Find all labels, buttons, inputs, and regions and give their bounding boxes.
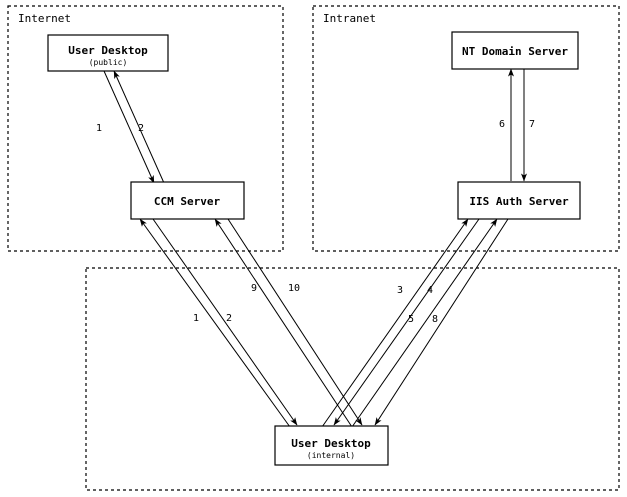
node-title-user-desktop-public: User Desktop: [68, 44, 148, 57]
zone-label-intranet: Intranet: [323, 12, 376, 25]
flow-line-2-public-up: [113, 70, 165, 184]
edge-label-2-public: 2: [138, 123, 144, 134]
edge-label-4: 4: [427, 285, 433, 296]
node-ccm-server[interactable]: CCM Server: [130, 181, 245, 220]
flow-line-5-up: [351, 218, 498, 428]
node-box-ccm-server: [130, 181, 245, 220]
node-title-user-desktop-internal: User Desktop: [291, 437, 371, 450]
edge-label-1-public: 1: [96, 123, 102, 134]
edge-label-5: 5: [408, 314, 414, 325]
node-title-ccm-server: CCM Server: [154, 195, 221, 208]
flow-line-1-internal-up: [139, 218, 291, 428]
edge-label-6: 6: [499, 119, 505, 130]
edge-label-2-internal: 2: [226, 313, 232, 324]
node-iis-auth-server[interactable]: IIS Auth Server: [457, 181, 581, 220]
node-box-user-desktop-internal: [274, 425, 389, 466]
flow-line-2-internal-down: [152, 218, 298, 426]
edge-label-1-internal: 1: [193, 313, 199, 324]
flow-line-8-down: [374, 218, 509, 426]
zone-boundary-internet: [7, 5, 284, 252]
edge-label-7: 7: [529, 119, 535, 130]
edge-label-3: 3: [397, 285, 403, 296]
edge-label-10: 10: [288, 283, 300, 294]
flow-line-10-down: [227, 218, 363, 426]
flow-line-1-public-down: [103, 70, 155, 184]
node-box-user-desktop-public: [47, 34, 169, 72]
node-user-desktop-internal[interactable]: User Desktop (internal): [274, 425, 389, 466]
node-box-nt-domain-server: [451, 31, 579, 70]
edge-label-8: 8: [432, 314, 438, 325]
flow-line-4-down: [333, 218, 480, 426]
zone-boundary-internal: [85, 267, 620, 491]
edge-label-9: 9: [251, 283, 257, 294]
node-title-iis-auth-server: IIS Auth Server: [469, 195, 569, 208]
node-subtitle-user-desktop-internal: (internal): [307, 451, 355, 460]
flow-line-3-up: [321, 218, 469, 428]
node-user-desktop-public[interactable]: User Desktop (public): [47, 34, 169, 72]
node-title-nt-domain-server: NT Domain Server: [462, 45, 568, 58]
node-subtitle-user-desktop-public: (public): [89, 58, 128, 67]
node-box-iis-auth-server: [457, 181, 581, 220]
zone-boundary-intranet: [312, 5, 620, 252]
flow-line-9-up: [214, 218, 353, 428]
zone-label-internet: Internet: [18, 12, 71, 25]
node-nt-domain-server[interactable]: NT Domain Server: [451, 31, 579, 70]
